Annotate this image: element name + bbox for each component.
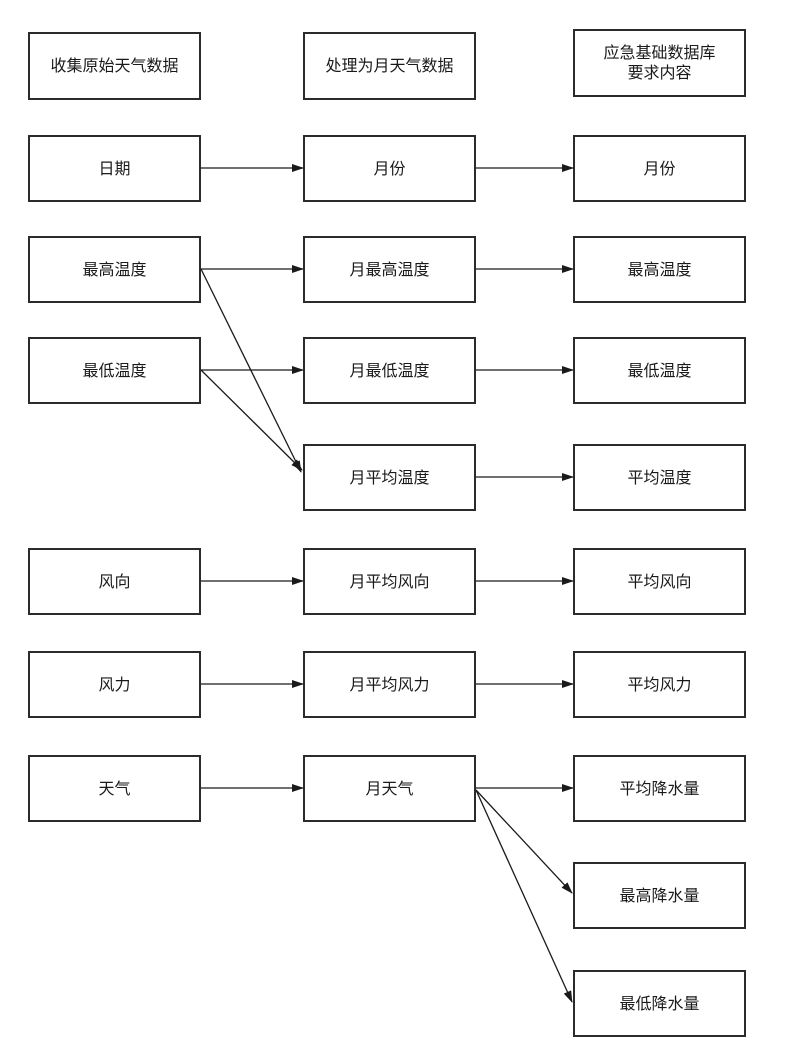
- raw-wind-force-label: 风力: [98, 674, 131, 694]
- raw-max-temp-label: 最高温度: [82, 259, 147, 279]
- required-avg-precip-box: 平均降水量: [573, 755, 746, 822]
- header-require-box: 应急基础数据库 要求内容: [573, 29, 746, 97]
- raw-max-temp-box: 最高温度: [28, 236, 201, 303]
- required-avg-temp-box: 平均温度: [573, 444, 746, 511]
- arrow-mintemp-to-monthly-avg: [200, 369, 303, 471]
- monthly-min-temp-box: 月最低温度: [303, 337, 476, 404]
- header-require-label-line2: 要求内容: [627, 63, 692, 82]
- required-min-temp-box: 最低温度: [573, 337, 746, 404]
- required-max-precip-box: 最高降水量: [573, 862, 746, 929]
- header-collect-label: 收集原始天气数据: [50, 56, 179, 75]
- required-min-precip-label: 最低降水量: [619, 993, 700, 1013]
- monthly-weather-box: 月天气: [303, 755, 476, 822]
- required-max-temp-label: 最高温度: [627, 259, 692, 279]
- required-avg-precip-label: 平均降水量: [619, 778, 700, 798]
- monthly-wind-dir-label: 月平均风向: [349, 571, 430, 591]
- required-wind-dir-label: 平均风向: [627, 571, 692, 591]
- arrow-weather-to-max-precip: [475, 789, 573, 894]
- raw-wind-force-box: 风力: [28, 651, 201, 718]
- monthly-max-temp-label: 月最高温度: [349, 259, 430, 279]
- monthly-month-label: 月份: [373, 158, 406, 178]
- monthly-weather-label: 月天气: [365, 778, 414, 798]
- required-avg-temp-label: 平均温度: [627, 467, 692, 487]
- required-min-precip-box: 最低降水量: [573, 970, 746, 1037]
- header-require-label-line1: 应急基础数据库: [603, 43, 716, 62]
- header-process-box: 处理为月天气数据: [303, 32, 476, 100]
- raw-wind-dir-label: 风向: [98, 571, 131, 591]
- required-month-box: 月份: [573, 135, 746, 202]
- raw-min-temp-label: 最低温度: [82, 360, 147, 380]
- required-month-label: 月份: [643, 158, 676, 178]
- monthly-month-box: 月份: [303, 135, 476, 202]
- required-max-temp-box: 最高温度: [573, 236, 746, 303]
- required-max-precip-label: 最高降水量: [619, 885, 700, 905]
- monthly-wind-force-box: 月平均风力: [303, 651, 476, 718]
- raw-date-label: 日期: [98, 158, 131, 178]
- raw-min-temp-box: 最低温度: [28, 337, 201, 404]
- monthly-max-temp-box: 月最高温度: [303, 236, 476, 303]
- raw-wind-dir-box: 风向: [28, 548, 201, 615]
- monthly-avg-temp-label: 月平均温度: [349, 467, 430, 487]
- monthly-min-temp-label: 月最低温度: [349, 360, 430, 380]
- required-wind-force-label: 平均风力: [627, 674, 692, 694]
- raw-weather-label: 天气: [98, 778, 131, 798]
- monthly-avg-temp-box: 月平均温度: [303, 444, 476, 511]
- raw-date-box: 日期: [28, 135, 201, 202]
- required-wind-force-box: 平均风力: [573, 651, 746, 718]
- header-process-label: 处理为月天气数据: [325, 56, 454, 75]
- arrow-weather-to-min-precip: [475, 789, 573, 1003]
- raw-weather-box: 天气: [28, 755, 201, 822]
- monthly-wind-dir-box: 月平均风向: [303, 548, 476, 615]
- required-wind-dir-box: 平均风向: [573, 548, 746, 615]
- required-min-temp-label: 最低温度: [627, 360, 692, 380]
- header-collect-box: 收集原始天气数据: [28, 32, 201, 100]
- monthly-wind-force-label: 月平均风力: [349, 674, 430, 694]
